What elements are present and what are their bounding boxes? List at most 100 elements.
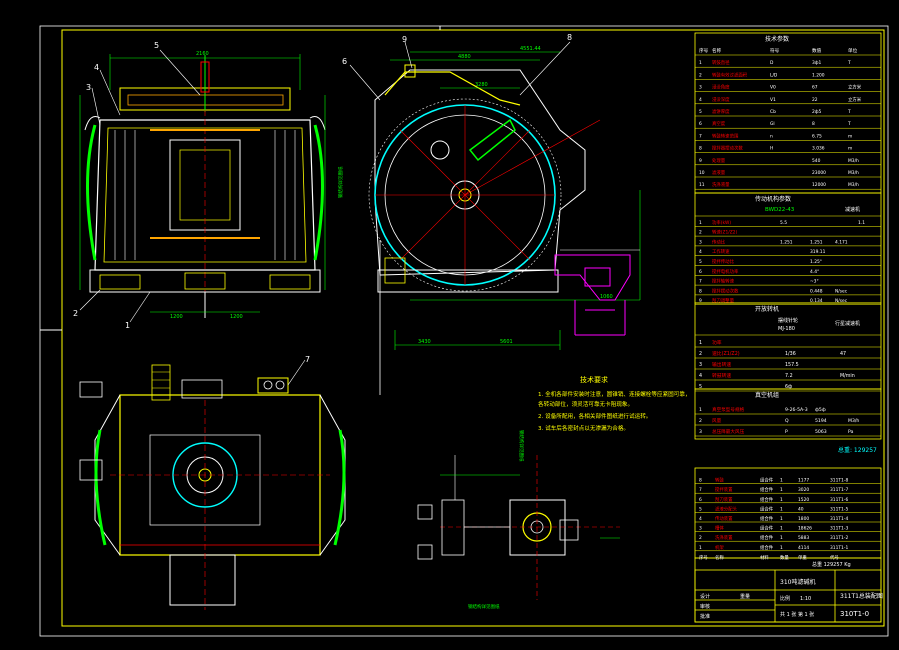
spec-cell: 8 <box>699 146 702 152</box>
spec-header-cell: 名称 <box>712 47 722 54</box>
callout-5: 5 <box>154 41 159 50</box>
reducer-col-b: 行星减速机 <box>835 320 860 327</box>
spec-table-title: 技术参数 <box>765 35 789 43</box>
drive-cell: 1.25° <box>810 259 822 265</box>
drive-cell: 传动比 <box>712 238 726 245</box>
notes-line-2: 各转动部位，须灵活可靠无卡阻现象。 <box>538 400 633 408</box>
parts-cell: 4 <box>699 516 702 522</box>
title-sheet: 共 1 张 第 1 张 <box>780 611 814 618</box>
spec-cell: 3ф1 <box>812 60 822 66</box>
spec-cell: 真空度 <box>712 120 726 127</box>
parts-cell: 5 <box>699 506 702 512</box>
drive-cell: 5.5 <box>780 220 787 226</box>
spec-cell: L/D <box>770 72 778 78</box>
fan-cell: 真空泵型号规格 <box>712 406 745 413</box>
sheet-frame <box>39 25 889 637</box>
spec-header-cell: 符号 <box>770 47 780 54</box>
drive-cell: 搅拌摆动次数 <box>712 287 739 294</box>
drive-cell: 319.11 <box>810 249 826 255</box>
front-leaders <box>79 49 201 323</box>
fan-table-weight: 总重: 129257 <box>838 446 877 454</box>
drive-cell: 5 <box>699 259 702 265</box>
spec-cell: 处理量 <box>712 157 726 164</box>
spec-cell: 浸没深度 <box>712 96 730 103</box>
dim-front-bottom-left: 1200 <box>170 314 183 320</box>
fan-cell: 9-26-5A-3 <box>785 407 808 413</box>
reducer-cell: 1/36 <box>785 351 796 357</box>
parts-cell: 转鼓 <box>715 477 724 484</box>
drive-cell: ~3° <box>810 279 819 285</box>
spec-cell: 浸没角度 <box>712 84 730 91</box>
spec-header-cell: 序号 <box>699 47 709 54</box>
callout-9: 9 <box>402 35 407 44</box>
reducer-cell: 6ф <box>785 384 792 390</box>
dim-side-top-b: 4551.44 <box>520 46 541 52</box>
parts-cell: 机架 <box>715 544 724 551</box>
spec-cell: M3/h <box>848 182 859 188</box>
parts-header-cell: 名称 <box>715 554 724 561</box>
notes-line-4: 3. 试车后各密封点以无渗漏为合格。 <box>538 424 629 432</box>
parts-cell: 311T1-2 <box>830 535 848 541</box>
foundation-view <box>417 455 620 600</box>
fan-cell: P <box>785 429 788 435</box>
fan-table-title: 真空机组 <box>755 391 779 399</box>
callout-7: 7 <box>305 355 310 364</box>
spec-cell: M3/h <box>848 158 859 164</box>
spec-cell: 7 <box>699 133 702 139</box>
parts-cell: 组合件 <box>760 534 774 541</box>
parts-cell: 6 <box>699 497 702 503</box>
spec-cell: m <box>848 147 852 152</box>
parts-cell: 311T1-7 <box>830 487 848 493</box>
drive-cell: 功率(kW) <box>712 219 731 226</box>
callout-4: 4 <box>94 63 99 72</box>
drive-cell: 9 <box>699 298 702 304</box>
parts-cell: 311T1-5 <box>830 506 848 512</box>
spec-cell: 5 <box>699 109 702 115</box>
parts-cell: 槽体 <box>715 525 724 532</box>
parts-cell: 2 <box>699 535 702 541</box>
notes-line-3: 2. 设备所配用，各相关部件图纸进行试运转。 <box>538 412 651 420</box>
spec-cell: 540 <box>812 158 821 164</box>
title-weight-label: 重量 <box>740 593 750 600</box>
spec-cell: 12000 <box>812 182 826 188</box>
fan-cell: 1 <box>699 407 702 413</box>
dim-front-bottom-right: 1200 <box>230 314 243 320</box>
front-view <box>79 54 326 318</box>
dim-side-bottom-c: 1060 <box>600 294 613 300</box>
drive-cell: 搅拌电机功率 <box>712 268 739 275</box>
fan-cell: 2 <box>699 418 702 424</box>
reducer-cell: 功率 <box>712 339 722 346</box>
spec-cell: 22 <box>812 97 818 103</box>
spec-header-cell: 数值 <box>812 47 822 54</box>
parts-header-cell: 序号 <box>699 554 708 561</box>
spec-cell: 67 <box>812 85 818 91</box>
reducer-cell: 速比(Z1/Z2) <box>712 350 740 357</box>
spec-cell: 搅拌器摆动次数 <box>712 145 743 152</box>
drive-cell: 1.251 <box>810 239 823 245</box>
drive-cell: 3 <box>699 239 702 245</box>
drive-table-header-right: 减速机 <box>845 206 860 213</box>
spec-cell: H <box>770 146 773 152</box>
spec-cell: 6.75 <box>812 133 822 139</box>
drive-cell: 刮刀调整量 <box>712 297 735 304</box>
spec-cell: 3.036 <box>812 146 825 152</box>
parts-cell: 1800 <box>798 516 809 522</box>
drive-table-model: BWD22-43 <box>765 207 795 213</box>
parts-cell: 传动装置 <box>715 515 733 522</box>
reducer-col-a2: MJ-180 <box>778 326 795 332</box>
notes-line-1: 1. 全机各部件安装时注意，圆锥销、连接螺栓等应紧固可靠， <box>538 390 691 398</box>
parts-header-cell: 材料 <box>760 554 769 561</box>
callout-2: 2 <box>73 309 78 318</box>
spec-cell: 1.200 <box>812 72 825 78</box>
parts-cell: 组合件 <box>760 544 774 551</box>
drive-cell: 2 <box>699 230 702 236</box>
parts-cell: 5883 <box>798 535 809 541</box>
dim-side-top-c: 3280 <box>475 82 488 88</box>
parts-total-weight: 总重 129257 Kg <box>812 561 851 568</box>
drive-cell: 4.4° <box>810 269 819 275</box>
drive-cell: 1.1 <box>858 220 865 226</box>
